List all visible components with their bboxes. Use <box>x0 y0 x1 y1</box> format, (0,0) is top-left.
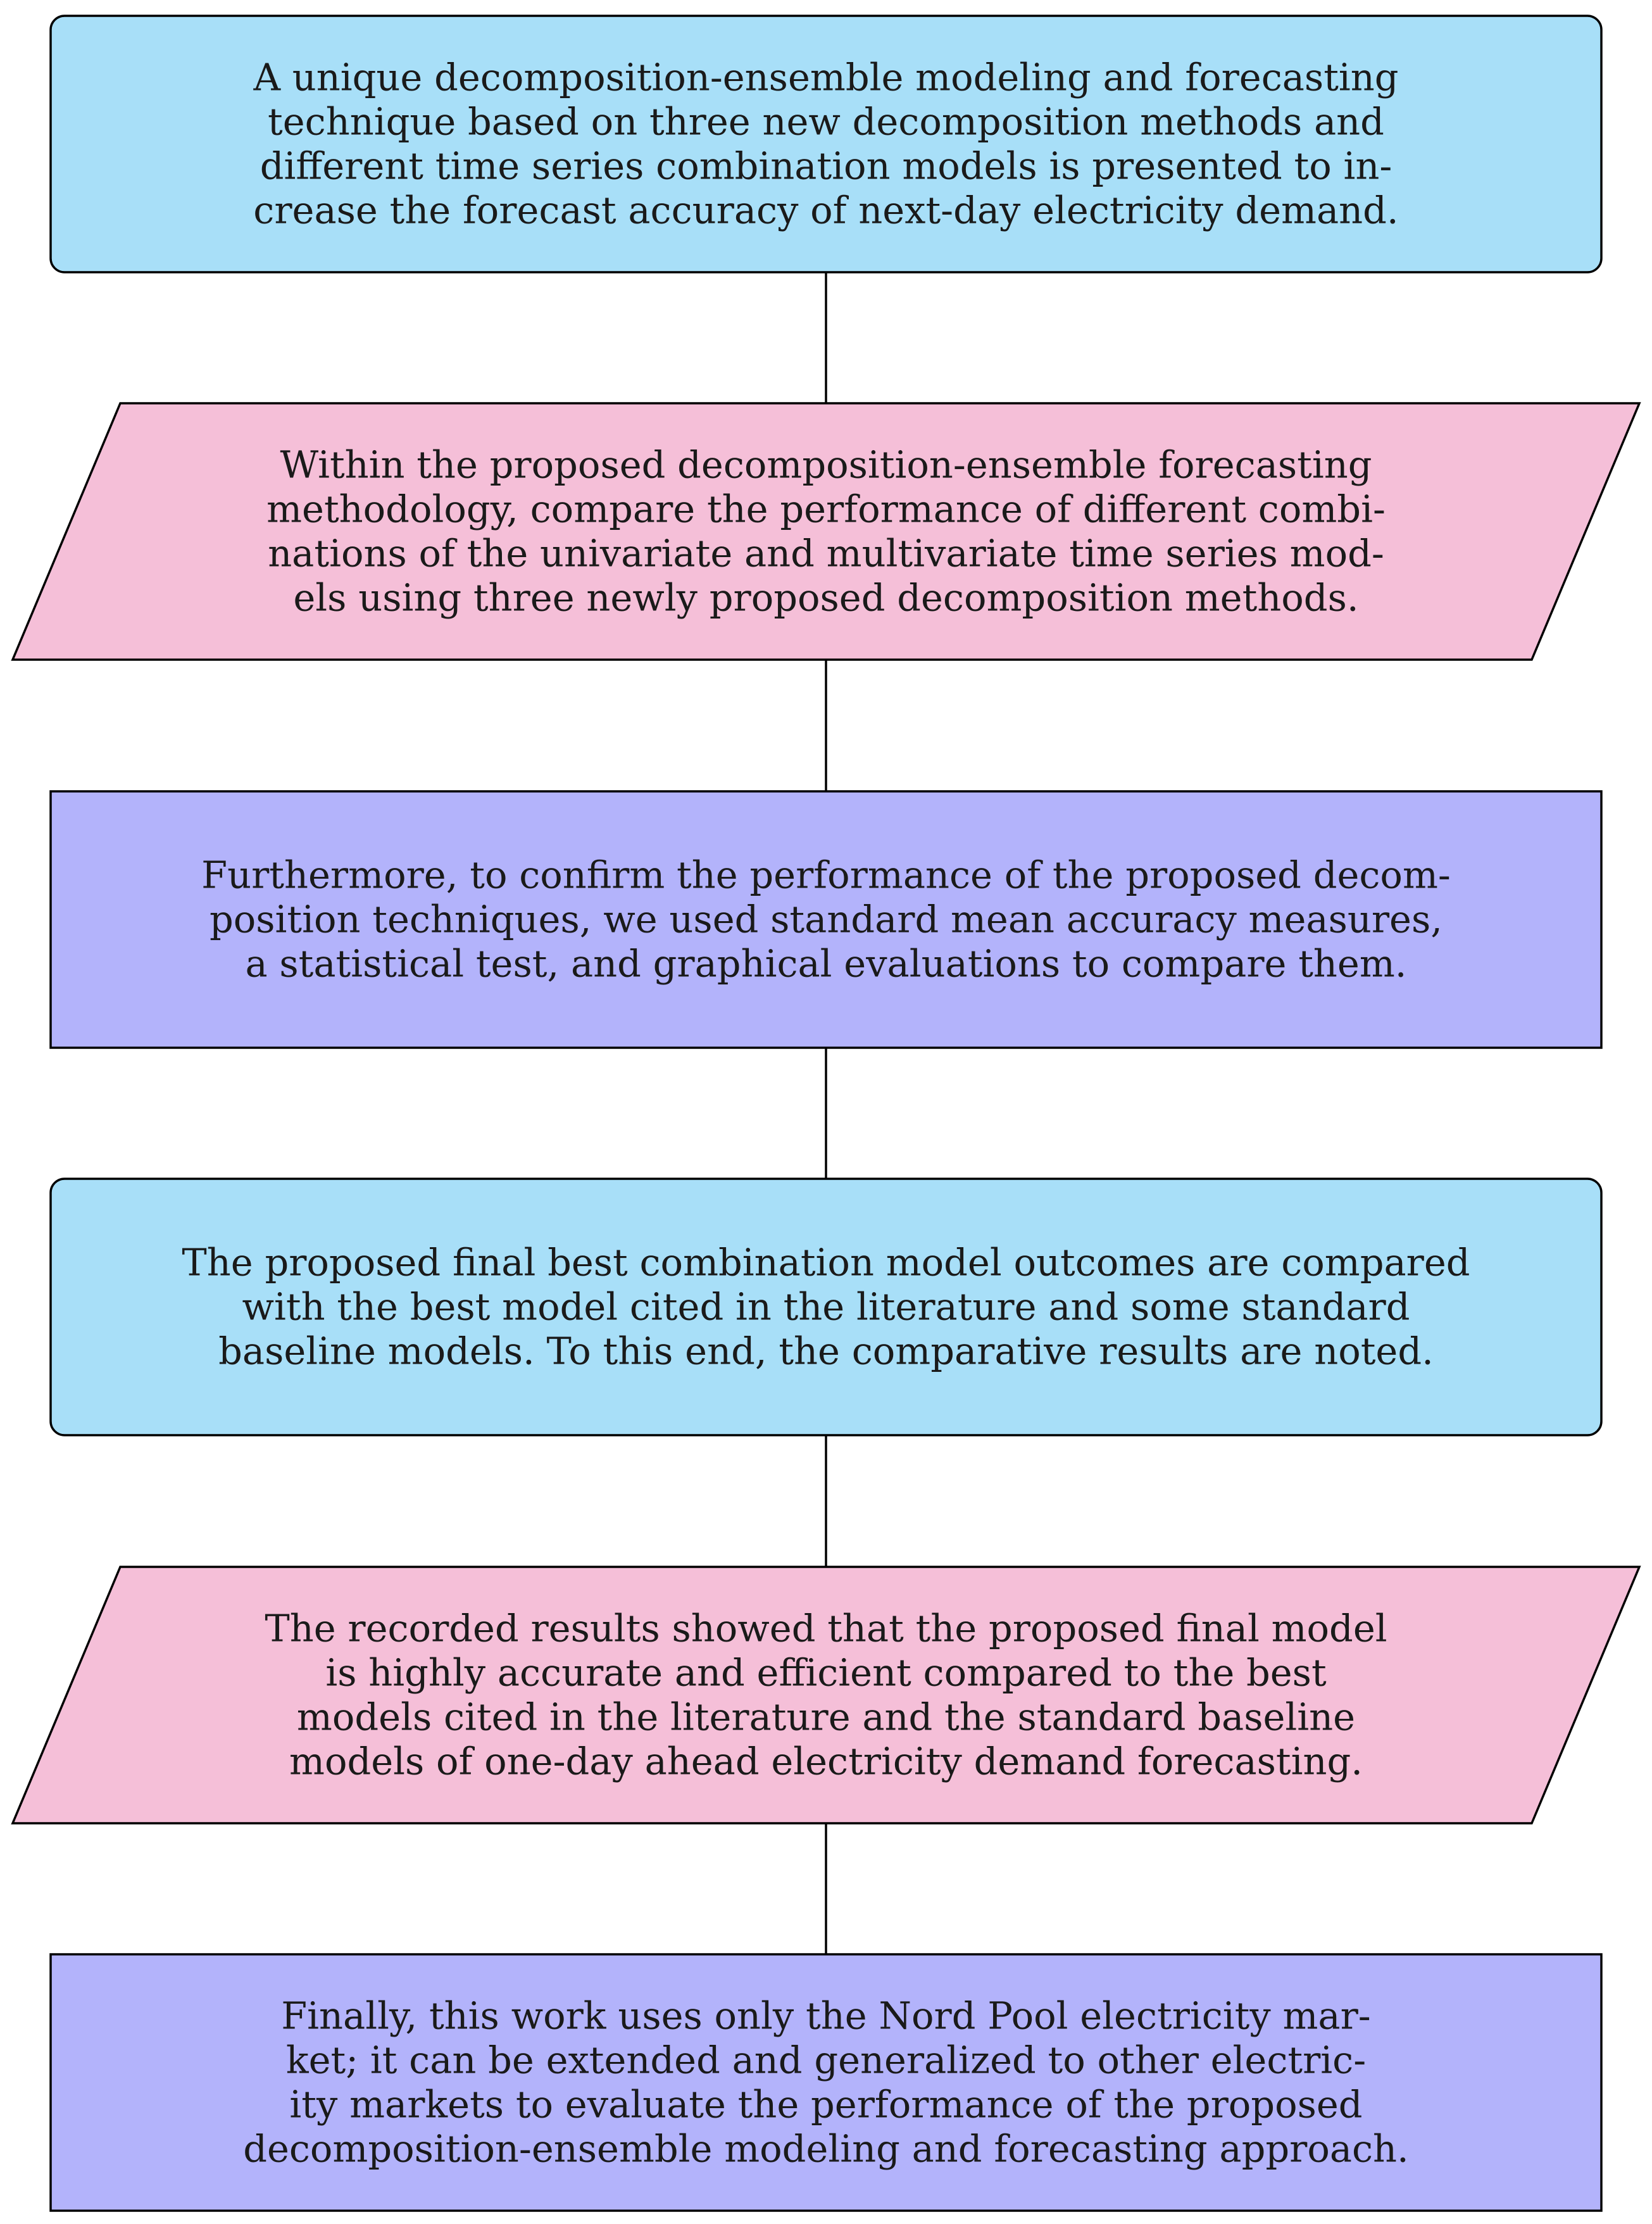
node-text-line: a statistical test, and graphical evalua… <box>245 942 1406 986</box>
node-text-line: methodology, compare the performance of … <box>266 487 1386 531</box>
node-text: Within the proposed decomposition-ensemb… <box>266 443 1386 620</box>
rounded-box-shape <box>49 1178 1603 1436</box>
node-text-line: ity markets to evaluate the performance … <box>289 2083 1362 2127</box>
node-text-line: position techniques, we used standard me… <box>210 898 1442 941</box>
flow-node-5: The recorded results showed that the pro… <box>11 1566 1641 1825</box>
node-text-line: A unique decomposition-ensemble modeling… <box>253 56 1398 99</box>
node-text-line: Finally, this work uses only the Nord Po… <box>281 1994 1371 2038</box>
flow-node-1: A unique decomposition-ensemble modeling… <box>49 15 1603 273</box>
node-text-line: nations of the univariate and multivaria… <box>268 532 1384 575</box>
node-text: Finally, this work uses only the Nord Po… <box>243 1994 1409 2171</box>
parallelogram-shape <box>11 1566 1641 1825</box>
node-text: A unique decomposition-ensemble modeling… <box>253 56 1398 232</box>
flow-node-2: Within the proposed decomposition-ensemb… <box>11 402 1641 661</box>
node-text-line: els using three newly proposed decomposi… <box>293 576 1358 620</box>
node-text-line: decomposition-ensemble modeling and fore… <box>243 2127 1409 2171</box>
node-text-line: The recorded results showed that the pro… <box>265 1607 1387 1650</box>
flow-node-3: Furthermore, to confirm the performance … <box>49 790 1603 1049</box>
flow-node-4: The proposed final best combination mode… <box>49 1178 1603 1436</box>
node-text-line: with the best model cited in the literat… <box>242 1285 1410 1329</box>
node-text-line: baseline models. To this end, the compar… <box>218 1329 1434 1373</box>
node-text-line: models cited in the literature and the s… <box>297 1695 1355 1739</box>
node-text-line: Furthermore, to confirm the performance … <box>201 853 1451 897</box>
node-text-line: technique based on three new decompositi… <box>268 100 1384 144</box>
box-shape <box>49 790 1603 1049</box>
node-text: Furthermore, to confirm the performance … <box>201 853 1451 986</box>
node-text-line: is highly accurate and efficient compare… <box>325 1651 1327 1695</box>
box-shape <box>49 1953 1603 2212</box>
node-text-line: different time series combination models… <box>260 144 1392 188</box>
node-text: The recorded results showed that the pro… <box>265 1607 1387 1783</box>
parallelogram-shape <box>11 402 1641 661</box>
node-text-line: models of one-day ahead electricity dema… <box>289 1740 1363 1783</box>
node-text: The proposed final best combination mode… <box>182 1241 1470 1373</box>
node-text-line: Within the proposed decomposition-ensemb… <box>280 443 1372 487</box>
node-text-line: crease the forecast accuracy of next-day… <box>253 189 1398 232</box>
flow-node-6: Finally, this work uses only the Nord Po… <box>49 1953 1603 2212</box>
node-text-line: ket; it can be extended and generalized … <box>286 2039 1366 2082</box>
node-text-line: The proposed final best combination mode… <box>182 1241 1470 1285</box>
rounded-box-shape <box>49 15 1603 273</box>
